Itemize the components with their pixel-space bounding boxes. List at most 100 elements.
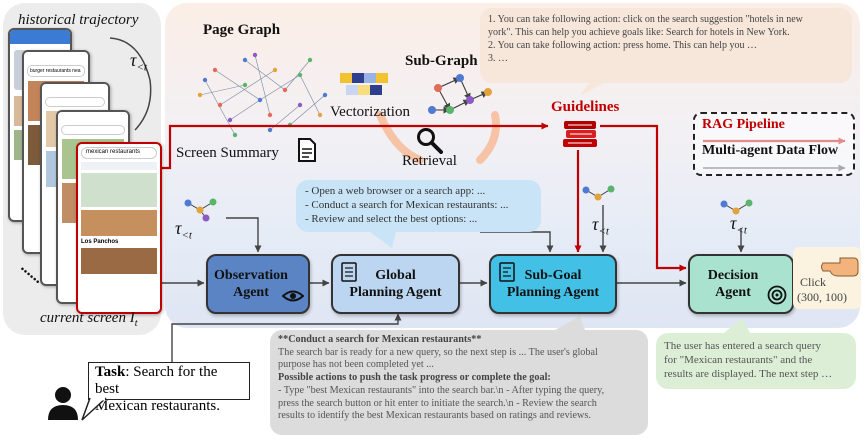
global-planning-line2: Planning Agent: [349, 285, 442, 300]
sub-graph-nodes: [428, 74, 492, 114]
task-label: Task: [95, 364, 126, 380]
tau-symbol: τ: [175, 218, 182, 238]
observation-agent-line1: Observation: [214, 268, 288, 283]
user-icon: [48, 387, 78, 420]
decision-output-line1: The user has entered a search query: [664, 340, 821, 352]
subgoal-output-title: **Conduct a search for Mexican restauran…: [278, 334, 482, 345]
tau-subscript: <t: [181, 229, 192, 242]
tau-label-decision: τ<t: [730, 213, 747, 237]
guidelines-bubble-tail: [580, 82, 605, 96]
rag-arrow-to-decision: [600, 124, 687, 272]
current-search-query: mexican restaurants: [81, 147, 157, 159]
task-text-line2: Mexican restaurants.: [95, 398, 220, 414]
decision-agent: Decision Agent: [688, 254, 794, 314]
decision-line1: Decision: [707, 268, 759, 283]
global-plan-step-1: - Open a web browser or a search app: ..…: [305, 185, 486, 197]
tau-label-trajectory: τ<t: [130, 50, 147, 74]
decision-output-line3: results are displayed. The next step …: [664, 368, 833, 380]
retrieval-curve-right: [476, 111, 500, 164]
observation-agent-label: Observation Agent: [214, 267, 302, 301]
current-result-name: Los Panchos: [81, 239, 119, 245]
trajectory-bracket: [109, 37, 152, 131]
retrieval-curve-left: [376, 111, 424, 164]
tau-graph-icon-2: [582, 185, 615, 201]
global-plan-step-3: - Review and select the best options: ..…: [305, 213, 478, 225]
plan-bubble-tail: [370, 232, 396, 248]
historical-trajectory-label: historical trajectory: [18, 12, 139, 28]
task-bubble: Task: Search for the best Mexican restau…: [88, 362, 250, 414]
subgoal-line1: Sub-Goal: [524, 268, 582, 283]
subgoal-bubble-tail: [555, 316, 585, 330]
guideline-line-1: 1. You can take following action: click …: [488, 14, 803, 25]
back-query-text: burger restaurants nea: [27, 65, 85, 77]
tau-label-subgoal: τ<t: [592, 214, 609, 238]
tau-symbol: τ: [130, 50, 137, 70]
sub-graph-title: Sub-Graph: [405, 53, 478, 69]
tau-symbol: τ: [592, 214, 599, 234]
click-coordinates: (300, 100): [797, 290, 847, 304]
global-plan-bubble: - Open a web browser or a search app: ..…: [296, 180, 541, 232]
books-icon: [563, 121, 597, 147]
eye-icon: [282, 290, 304, 302]
tau-subscript: <t: [598, 225, 609, 238]
vectorization-label: Vectorization: [330, 104, 410, 120]
decision-output-line2: for "Mexican restaurants" and the: [664, 354, 813, 366]
subgoal-output-line4: press the search button or hit enter to …: [278, 397, 597, 409]
tau-symbol: τ: [730, 213, 737, 233]
page-graph-network: [199, 54, 326, 136]
current-screen-symbol: I: [129, 310, 135, 326]
pointing-hand-icon: [821, 257, 859, 277]
observation-agent-line2: Agent: [233, 285, 269, 300]
plan-to-subgoal: [480, 231, 554, 253]
tau-graph-icon-3: [720, 199, 753, 215]
legend-box: [693, 112, 855, 176]
legend-flow-label: Multi-agent Data Flow: [702, 143, 839, 158]
page-graph-title: Page Graph: [203, 22, 281, 38]
current-screen: mexican restaurants Los Panchos: [76, 142, 162, 314]
target-icon: [767, 285, 787, 305]
guidelines-label: Guidelines: [551, 99, 620, 115]
subgoal-planning-agent: Sub-Goal Planning Agent: [489, 254, 617, 314]
guidelines-bubble: 1. You can take following action: click …: [480, 8, 852, 83]
current-screen-label: current screen It: [40, 310, 137, 329]
task-bubble-tail: [81, 397, 107, 421]
magnifier-icon: [417, 128, 443, 154]
subgoal-output-line2: purpose has not been completed yet ...: [278, 359, 434, 371]
decision-agent-label: Decision Agent: [708, 267, 775, 301]
subgoal-output-bold: Possible actions to push the task progre…: [278, 372, 551, 384]
planner-icon: [499, 262, 515, 282]
current-screen-label-text: current screen: [40, 310, 130, 326]
vector-squares: [340, 73, 388, 95]
subgoal-output-line1: The search bar is ready for a new query,…: [278, 346, 598, 358]
page-graph-nodes: [197, 52, 328, 138]
subgoal-line2: Planning Agent: [506, 285, 600, 300]
subgoal-output-line5: results to identify the best Mexican res…: [278, 410, 591, 422]
subgoal-planning-agent-label: Sub-Goal Planning Agent: [507, 267, 599, 301]
subgoal-output-bubble: **Conduct a search for Mexican restauran…: [270, 330, 648, 435]
guideline-line-4: 3. …: [488, 53, 508, 64]
click-action-label: Click: [800, 275, 826, 289]
retrieval-label: Retrieval: [402, 153, 457, 169]
current-screen-subscript: t: [134, 318, 138, 329]
global-planning-agent-label: Global Planning Agent: [349, 267, 441, 301]
decision-bubble-tail: [724, 318, 750, 333]
tau-subscript: <t: [136, 61, 147, 74]
rag-arrow-to-guidelines: [160, 122, 549, 170]
tau-label-observation: τ<t: [175, 218, 192, 242]
task-text-line1: Task: Search for the best: [95, 364, 243, 398]
observation-agent: Observation Agent: [206, 254, 310, 314]
decision-line2: Agent: [715, 285, 751, 300]
tau-graph-icon: [184, 198, 217, 222]
guideline-line-3: 2. You can take following action: press …: [488, 40, 757, 51]
tau-subscript: <t: [736, 224, 747, 237]
sub-graph-network: [432, 77, 489, 114]
checklist-icon: [341, 262, 357, 282]
task-text-1: : Search for the best: [95, 364, 218, 397]
tau-to-observation: [226, 217, 262, 253]
document-icon: [298, 138, 316, 162]
subgoal-output-line3: - Type "best Mexican restaurants" into t…: [278, 384, 605, 396]
task-to-global: [171, 313, 402, 362]
decision-output-bubble: The user has entered a search query for …: [656, 333, 856, 389]
guideline-line-2: york". This can help you achieve goals l…: [488, 27, 790, 38]
